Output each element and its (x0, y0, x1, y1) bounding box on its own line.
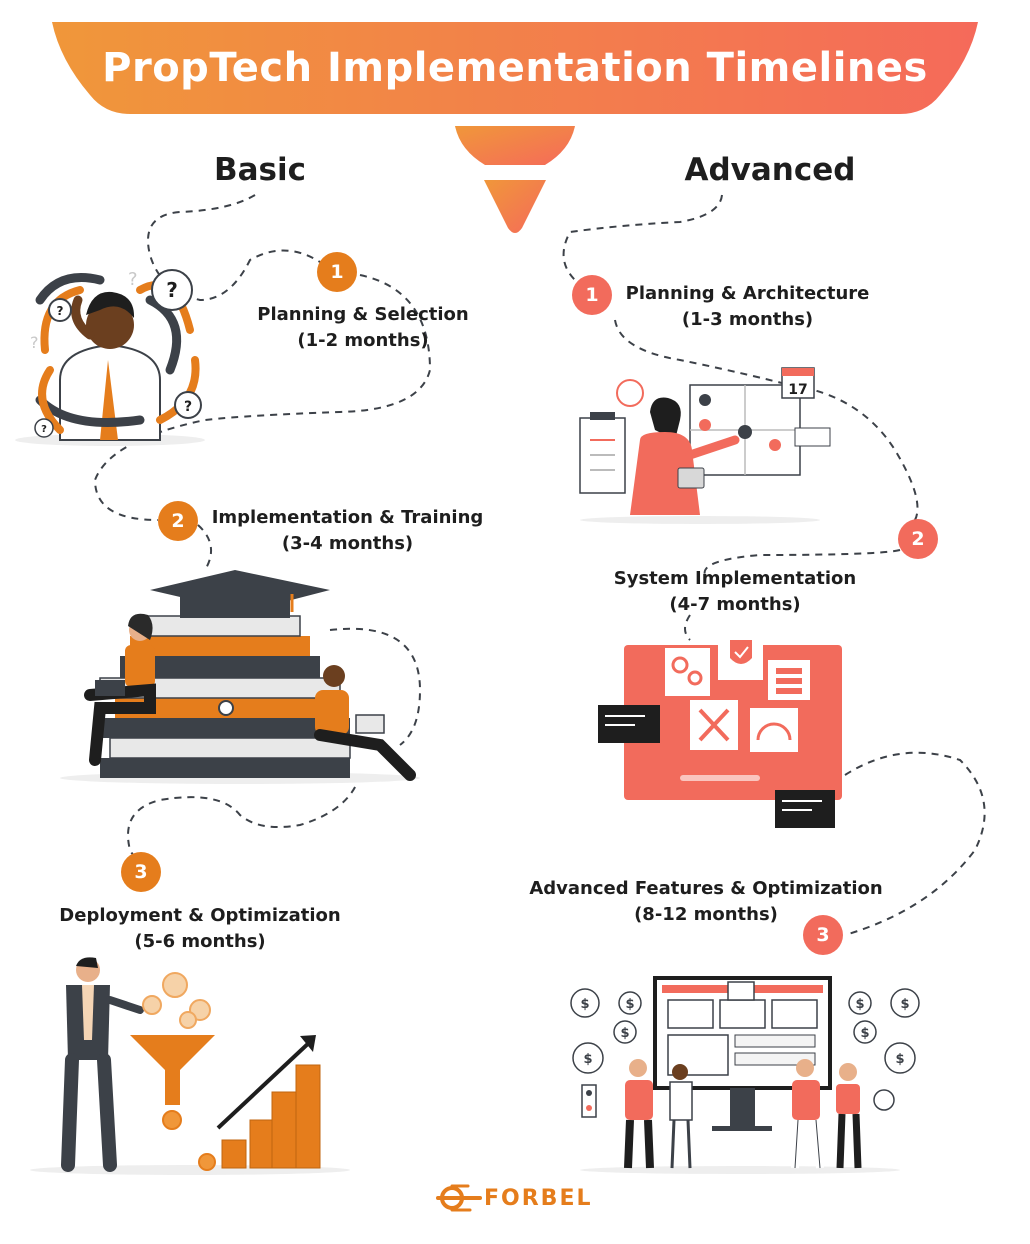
svg-text:$: $ (625, 997, 634, 1012)
svg-text:?: ? (30, 333, 39, 352)
svg-text:?: ? (41, 424, 47, 435)
basic-step-2-name: Implementation & Training (211, 507, 484, 528)
advanced-step-2-badge: 2 (898, 519, 938, 559)
svg-text:$: $ (855, 997, 864, 1012)
svg-text:17: 17 (788, 382, 807, 398)
basic-step-3-label: Deployment & Optimization (5-6 months) (45, 903, 355, 955)
basic-step-1-duration: (1-2 months) (297, 330, 429, 351)
basic-step-3-duration: (5-6 months) (134, 931, 266, 952)
brand: FORBEL (484, 1180, 593, 1216)
basic-step-1-label: Planning & Selection (1-2 months) (248, 302, 478, 354)
advanced-step-1-label: Planning & Architecture (1-3 months) (615, 281, 880, 333)
svg-text:?: ? (57, 304, 64, 318)
svg-text:?: ? (128, 269, 138, 290)
basic-step-3-badge: 3 (121, 852, 161, 892)
system-dashboard-illustration (598, 630, 842, 828)
forbel-logo-icon (436, 1184, 482, 1212)
basic-step-1-badge: 1 (317, 252, 357, 292)
svg-text:?: ? (184, 399, 192, 415)
advanced-step-1-duration: (1-3 months) (681, 309, 814, 330)
svg-text:?: ? (166, 278, 178, 302)
svg-text:$: $ (620, 1026, 629, 1041)
advanced-step-2-duration: (4-7 months) (669, 594, 801, 615)
svg-text:$: $ (860, 1026, 869, 1041)
funnel-top-icon (455, 126, 575, 165)
books-graduation-illustration (60, 570, 420, 784)
floorplan-planning-illustration: 17 (579, 367, 831, 524)
advanced-step-1-badge: 1 (572, 275, 612, 315)
svg-text:$: $ (583, 1052, 592, 1067)
svg-text:$: $ (895, 1052, 904, 1067)
advanced-step-3-duration: (8-12 months) (634, 904, 778, 925)
brand-name: FORBEL (484, 1185, 593, 1211)
advanced-step-3-label: Advanced Features & Optimization (8-12 m… (520, 876, 892, 928)
basic-step-2-badge: 2 (158, 501, 198, 541)
basic-step-2-label: Implementation & Training (3-4 months) (205, 505, 490, 557)
funnel-bottom-icon (484, 180, 546, 233)
advanced-step-2-name: System Implementation (613, 568, 857, 589)
advanced-step-1-name: Planning & Architecture (625, 283, 870, 304)
basic-step-1-name: Planning & Selection (257, 304, 469, 325)
advanced-path (562, 194, 986, 936)
team-monitor-illustration: $ $ $ $ $ $ $ $ (570, 976, 920, 1174)
title-banner (52, 22, 978, 114)
advanced-step-3-name: Advanced Features & Optimization (529, 878, 883, 899)
basic-heading: Basic (213, 152, 306, 188)
basic-step-3-name: Deployment & Optimization (59, 905, 341, 926)
confused-person-illustration: ? ? ? ? ? ? (15, 269, 205, 446)
advanced-step-3-badge: 3 (803, 915, 843, 955)
svg-text:$: $ (580, 997, 589, 1012)
advanced-heading: Advanced (684, 152, 856, 188)
svg-text:$: $ (900, 997, 909, 1012)
funnel-growth-illustration (30, 957, 350, 1175)
advanced-step-2-label: System Implementation (4-7 months) (600, 566, 870, 618)
page-title: PropTech Implementation Timelines (102, 45, 928, 91)
basic-step-2-duration: (3-4 months) (281, 533, 414, 554)
